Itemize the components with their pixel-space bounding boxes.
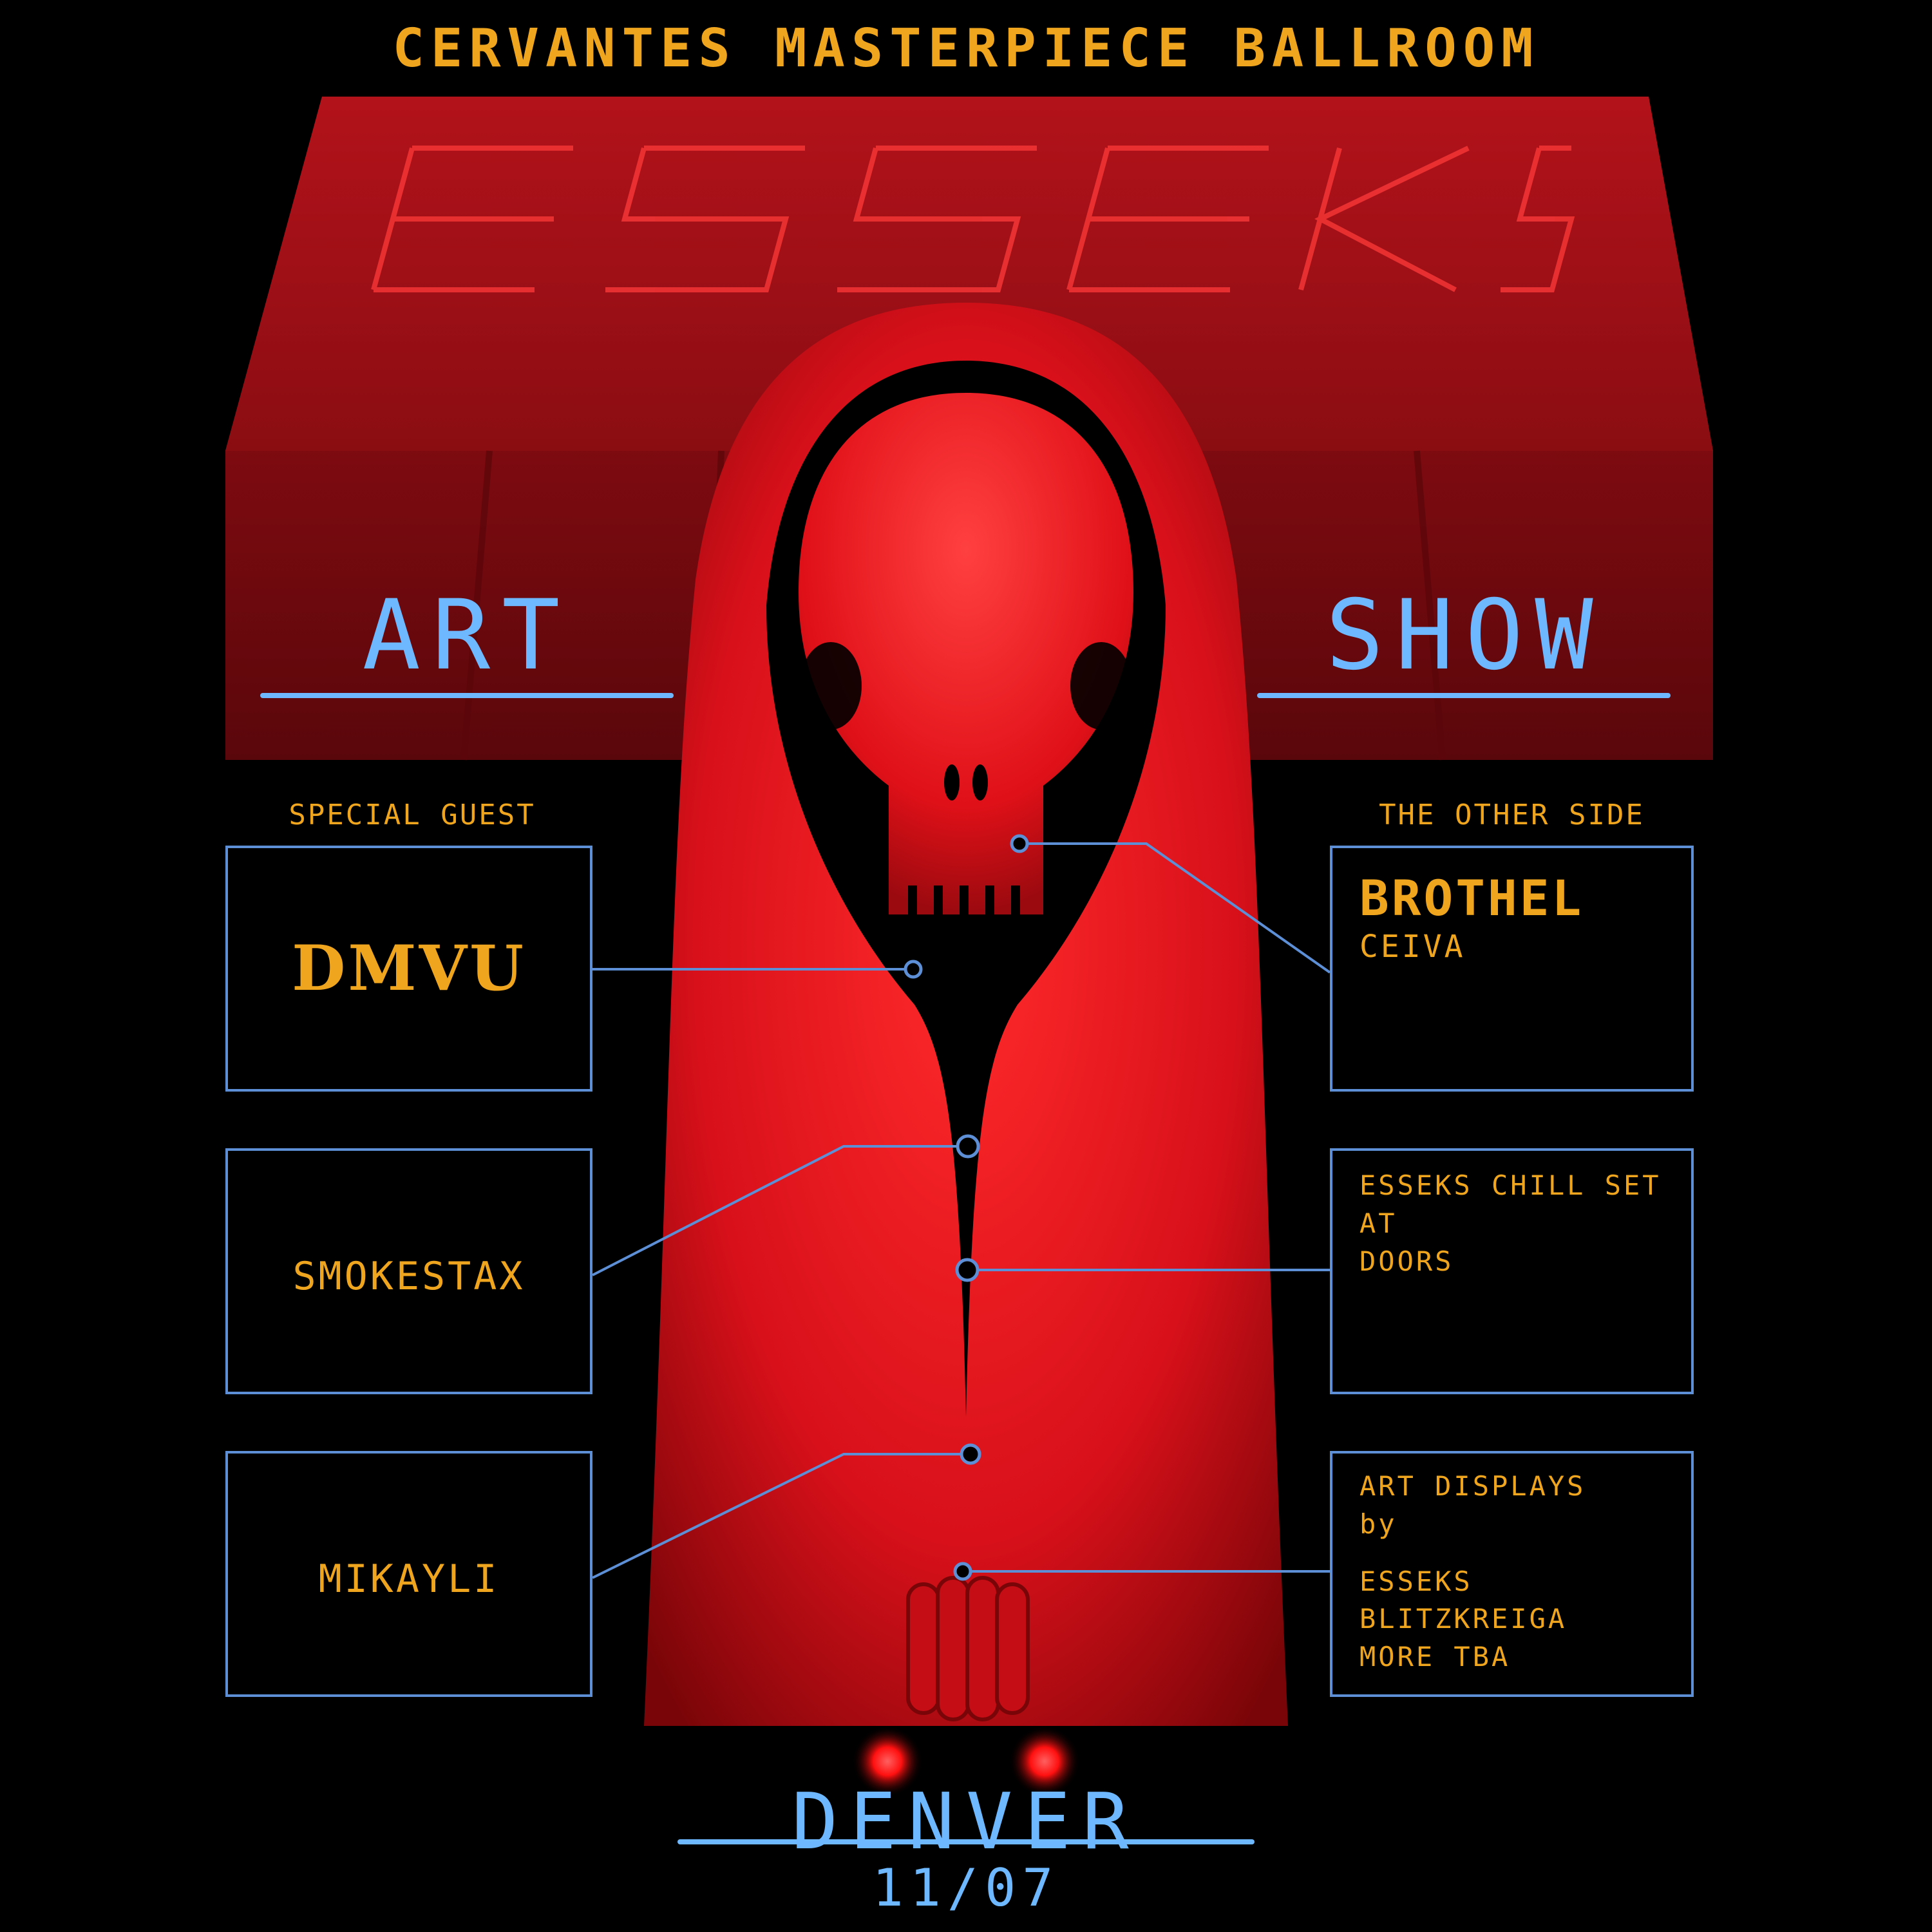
- event-date: 11/07: [872, 1858, 1060, 1918]
- art-artist-esseks: ESSEKS: [1359, 1565, 1473, 1597]
- lineup-box-chill-set: ESSEKS CHILL SET AT DOORS: [1330, 1148, 1694, 1394]
- lineup-box-smokestax: SMOKESTAX: [225, 1148, 592, 1394]
- connector-lines: [592, 842, 1331, 1579]
- artist-ceiva: CEIVA: [1359, 929, 1466, 965]
- city-name: DENVER: [791, 1777, 1141, 1867]
- lineup-box-dmvu: DMVU: [225, 846, 592, 1092]
- show-word: SHOW: [1325, 580, 1605, 692]
- special-guest-label: SPECIAL GUEST: [289, 799, 536, 831]
- lineup-box-mikayli: MIKAYLI: [225, 1451, 592, 1697]
- chill-set-line-2: DOORS: [1359, 1245, 1454, 1277]
- art-word: ART: [362, 580, 572, 692]
- chill-set-line-1: ESSEKS CHILL SET AT: [1359, 1170, 1662, 1239]
- art-displays-text: ART DISPLAYS by ESSEKS BLITZKREIGA MORE …: [1359, 1468, 1586, 1676]
- art-artist-blitzkreiga: BLITZKREIGA: [1359, 1603, 1567, 1635]
- artist-mikayli: MIKAYLI: [318, 1557, 500, 1602]
- lineup-box-art-displays: ART DISPLAYS by ESSEKS BLITZKREIGA MORE …: [1330, 1451, 1694, 1697]
- art-displays-heading: ART DISPLAYS: [1359, 1470, 1586, 1502]
- artist-brothel: BROTHEL: [1359, 869, 1584, 927]
- hooded-skull-figure: [644, 303, 1288, 1797]
- artist-dmvu: DMVU: [292, 932, 526, 1005]
- other-side-label: THE OTHER SIDE: [1379, 799, 1645, 831]
- artist-smokestax: SMOKESTAX: [292, 1254, 526, 1299]
- art-artist-more-tba: MORE TBA: [1359, 1641, 1511, 1673]
- art-displays-by: by: [1359, 1508, 1397, 1540]
- lineup-box-brothel: BROTHEL CEIVA: [1330, 846, 1694, 1092]
- venue-title: CERVANTES MASTERPIECE BALLROOM: [392, 18, 1540, 79]
- chill-set-text: ESSEKS CHILL SET AT DOORS: [1359, 1167, 1691, 1280]
